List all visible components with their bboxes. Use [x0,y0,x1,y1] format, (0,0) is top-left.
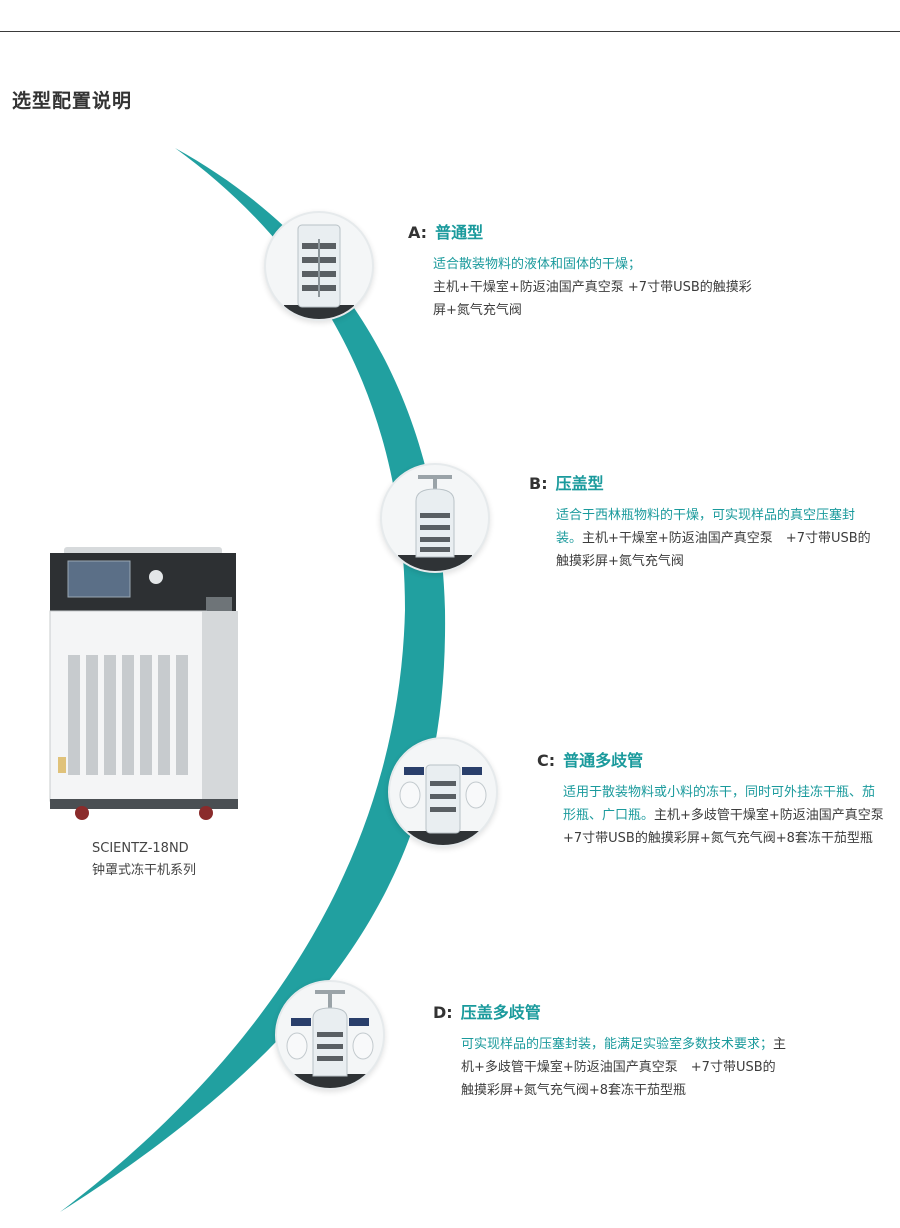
option-d-desc-highlight: 可实现样品的压塞封装，能满足实验室多数技术要求； [461,1037,774,1052]
product-series: 钟罩式冻干机系列 [92,863,197,878]
option-b-desc-highlight: 适合于西林瓶物料的干燥，可实现样品的真空压塞封装。 [556,508,856,546]
page-title: 选型配置说明 [12,90,133,112]
option-a-letter: A: [408,223,428,242]
option-b: B: 压盖型 适合于西林瓶物料的干燥，可实现样品的真空压塞封装。主机+干燥室+防… [529,470,879,573]
bubble-option-c [388,737,498,847]
bubble-option-a [264,211,374,321]
press-cap-jar-icon [398,475,472,571]
option-b-letter: B: [529,474,548,493]
option-a: A: 普通型 适合散装物料的液体和固体的干燥； 主机+干燥室+防返油国产真空泵 … [408,219,768,322]
option-a-name: 普通型 [435,223,484,242]
option-a-desc-config: 主机+干燥室+防返油国产真空泵 +7寸带USB的触摸彩屏+氮气充气阀 [433,280,752,318]
option-b-name: 压盖型 [555,474,604,493]
option-b-desc: 适合于西林瓶物料的干燥，可实现样品的真空压塞封装。主机+干燥室+防返油国产真空泵… [529,504,878,573]
option-c-desc-highlight: 适用于散装物料或小料的冻干，同时可外挂冻干瓶、茄形瓶、广口瓶。 [563,785,876,823]
bubble-option-b [380,463,490,573]
manifold-jar-icon [399,764,487,845]
option-b-title: B: 压盖型 [529,470,879,494]
option-a-title: A: 普通型 [408,219,768,243]
option-d-name: 压盖多歧管 [460,1003,541,1022]
option-d-letter: D: [433,1003,453,1022]
option-c-name: 普通多歧管 [563,751,644,770]
freeze-dryer-image [49,547,238,820]
bubble-option-d [275,980,385,1090]
option-a-desc-highlight: 适合散装物料的液体和固体的干燥； [433,257,642,272]
option-d-title: D: 压盖多歧管 [433,999,793,1023]
option-c-desc-config: 主机+多歧管干燥室+防返油国产真空泵 +7寸带USB的触摸彩屏+氮气充气阀+8套… [563,808,897,846]
option-d-desc: 可实现样品的压塞封装，能满足实验室多数技术要求；主机+多歧管干燥室+防返油国产真… [433,1033,787,1102]
option-b-desc-config: 主机+干燥室+防返油国产真空泵 +7寸带USB的触摸彩屏+氮气充气阀 [556,531,871,569]
option-d: D: 压盖多歧管 可实现样品的压塞封装，能满足实验室多数技术要求；主机+多歧管干… [433,999,793,1102]
option-d-desc-config: 主机+多歧管干燥室+防返油国产真空泵 +7寸带USB的触摸彩屏+氮气充气阀+8套… [461,1037,787,1098]
product-model: SCIENTZ-18ND [92,841,189,856]
option-c-letter: C: [537,751,556,770]
product-caption: SCIENTZ-18ND 钟罩式冻干机系列 [92,838,196,882]
top-rule [0,31,900,32]
press-manifold-jar-icon [286,990,374,1088]
option-c-desc: 适用于散装物料或小料的冻干，同时可外挂冻干瓶、茄形瓶、广口瓶。主机+多歧管干燥室… [537,781,897,850]
option-c: C: 普通多歧管 适用于散装物料或小料的冻干，同时可外挂冻干瓶、茄形瓶、广口瓶。… [537,747,897,850]
option-c-title: C: 普通多歧管 [537,747,887,771]
bell-jar-icon [284,224,354,319]
option-a-desc: 适合散装物料的液体和固体的干燥； 主机+干燥室+防返油国产真空泵 +7寸带USB… [408,253,763,322]
